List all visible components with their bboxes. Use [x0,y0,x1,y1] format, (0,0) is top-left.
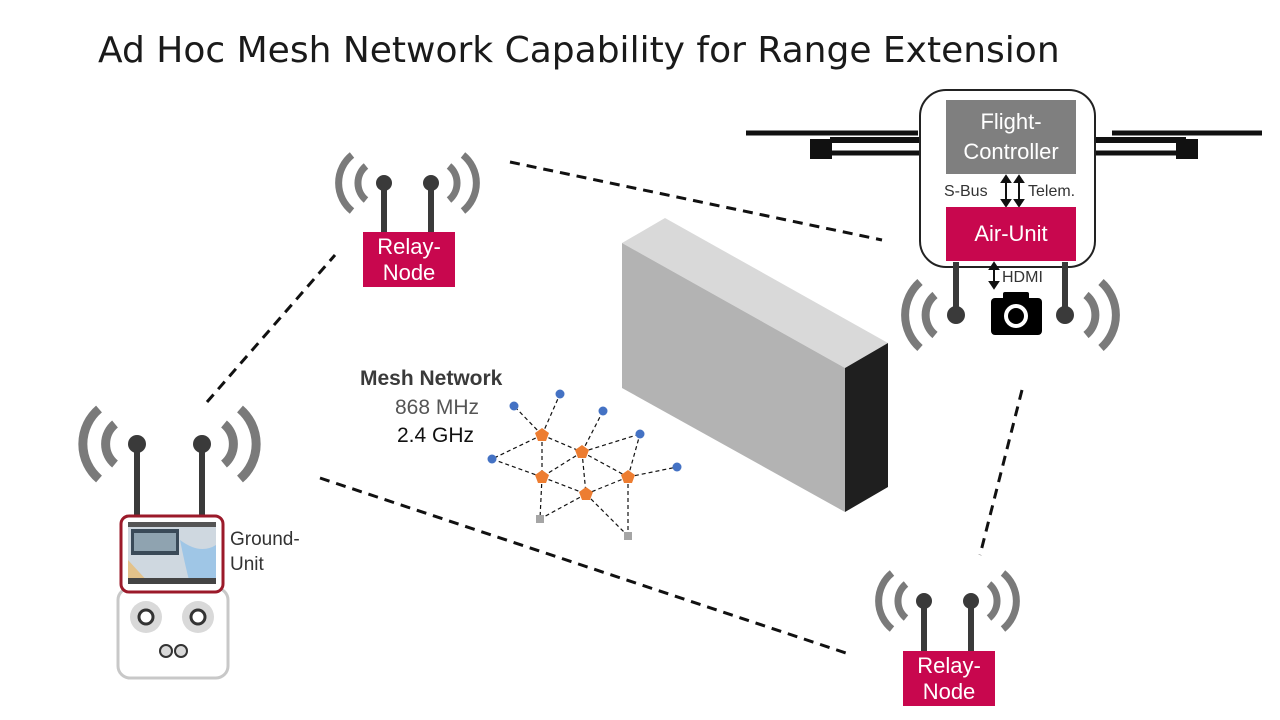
antenna-icon [376,175,392,191]
link-lines [205,160,1024,657]
link-ground-to-relay-bottom [319,476,853,657]
antenna-icon [423,175,439,191]
mesh-frequency-868: 868 MHz [395,396,480,419]
radio-wave-icon [921,291,938,339]
mesh-frequency-24: 2.4 GHz [397,424,475,447]
relay-node-top-antennas [335,152,480,237]
relay-node-top: Relay- Node [363,232,455,287]
relay-node-bottom-line1: Relay- [917,653,981,678]
antenna-icon [963,593,979,609]
radio-wave-icon [894,581,909,621]
radio-wave-icon [101,420,119,468]
remote-controller-icon [78,405,261,680]
radio-wave-icon [220,420,238,468]
antenna-icon [1056,306,1074,324]
wall-obstacle-icon [622,218,888,512]
radio-wave-icon [1083,291,1100,339]
relay-node-top-line2: Node [382,260,436,285]
relay-node-bottom-line2: Node [922,679,976,704]
flight-controller-line1: Flight- [980,109,1042,134]
link-relay-top-to-drone [509,160,883,242]
mesh-network-title: Mesh Network [360,367,503,390]
ground-unit-line1: Ground- [230,529,300,550]
telem-label: Telem. [1028,183,1076,200]
antenna-icon [193,435,211,453]
ground-unit-line2: Unit [230,554,264,575]
antenna-icon [947,306,965,324]
link-drone-to-relay-bottom [978,389,1024,556]
air-unit-box: Air-Unit [946,207,1076,261]
radio-wave-icon [354,163,369,203]
flight-controller-box: Flight- Controller [946,100,1076,174]
camera-icon [991,292,1042,335]
mesh-network-graph [487,389,682,540]
propeller-icon [810,139,832,159]
antenna-icon [916,593,932,609]
relay-node-bottom: Relay- Node [903,651,995,706]
link-ground-to-relay-top [205,254,337,403]
relay-node-bottom-antennas [875,570,1020,655]
sbus-label: S-Bus [944,183,988,200]
relay-node-top-line1: Relay- [377,234,441,259]
flight-controller-line2: Controller [963,139,1059,164]
radio-wave-icon [446,163,461,203]
slide-title: Ad Hoc Mesh Network Capability for Range… [98,30,1060,71]
hdmi-label: HDMI [1002,269,1043,286]
antenna-icon [128,435,146,453]
ground-unit-label: Ground- Unit [230,527,300,577]
radio-wave-icon [986,581,1001,621]
